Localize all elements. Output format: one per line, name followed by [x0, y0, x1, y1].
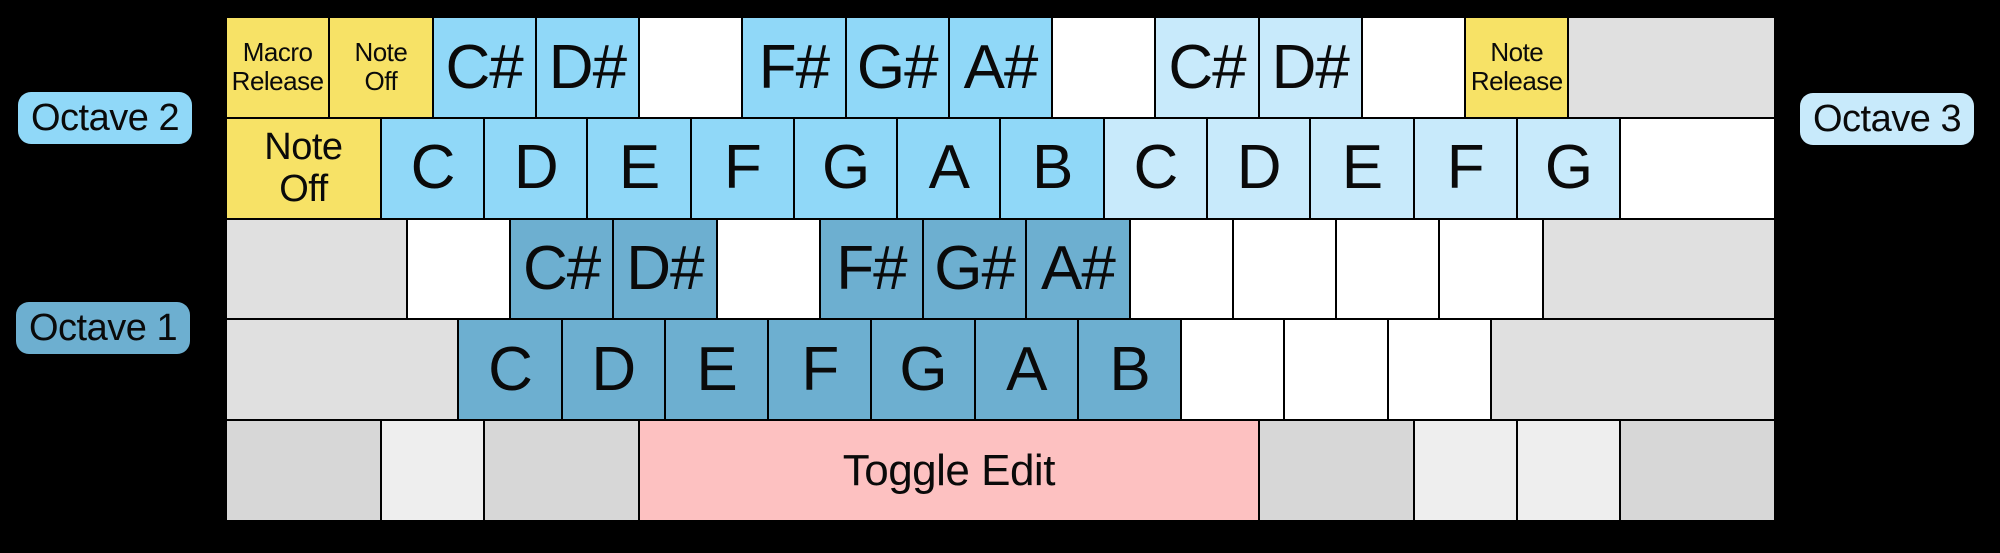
key-blank — [1129, 218, 1233, 320]
keyboard-row-space: Toggle Edit — [226, 420, 1775, 521]
key-c: C — [1103, 117, 1208, 219]
key-blank — [406, 218, 510, 320]
key-gray — [380, 420, 485, 521]
key-a-sharp: A# — [948, 17, 1053, 118]
key-d-sharp: D# — [613, 218, 717, 320]
key-a: A — [897, 117, 1001, 219]
key-blank — [1439, 218, 1543, 320]
key-b: B — [1077, 319, 1182, 421]
key-c: C — [458, 319, 562, 421]
key-blank — [639, 17, 743, 118]
key-macro-release: Macro Release — [226, 17, 330, 118]
key-d: D — [1207, 117, 1311, 219]
key-gray — [484, 420, 640, 521]
key-e: E — [664, 319, 769, 421]
keyboard-row-home: C#D# F#G#A# — [226, 218, 1775, 320]
key-d: D — [484, 117, 588, 219]
key-c-sharp: C# — [432, 17, 536, 118]
key-gray — [226, 218, 407, 320]
key-toggle-edit: Toggle Edit — [639, 420, 1259, 521]
key-gray — [1620, 420, 1775, 521]
key-c-sharp: C# — [1155, 17, 1259, 118]
key-c: C — [380, 117, 485, 219]
key-gray — [1491, 319, 1775, 421]
key-g-sharp: G# — [923, 218, 1027, 320]
key-blank — [1284, 319, 1388, 421]
key-gray — [1542, 218, 1775, 320]
key-g: G — [1516, 117, 1621, 219]
key-blank — [1181, 319, 1285, 421]
key-g: G — [793, 117, 898, 219]
key-c-sharp: C# — [509, 218, 614, 320]
key-f: F — [690, 117, 794, 219]
key-gray — [1568, 17, 1775, 118]
key-blank — [1232, 218, 1337, 320]
key-d-sharp: D# — [535, 17, 640, 118]
octave-3-badge: Octave 3 — [1800, 93, 1975, 145]
key-e: E — [587, 117, 691, 219]
key-a-sharp: A# — [1026, 218, 1130, 320]
key-d: D — [561, 319, 665, 421]
key-gray — [1516, 420, 1621, 521]
key-gray — [226, 319, 459, 421]
octave-1-badge: Octave 1 — [16, 302, 191, 354]
key-blank — [1052, 17, 1156, 118]
key-a: A — [974, 319, 1078, 421]
key-g-sharp: G# — [845, 17, 949, 118]
key-blank — [1387, 319, 1491, 421]
key-e: E — [1310, 117, 1414, 219]
key-blank — [1620, 117, 1775, 219]
key-b: B — [1000, 117, 1104, 219]
key-note-off: Note Off — [329, 17, 433, 118]
key-gray — [1413, 420, 1517, 521]
key-f: F — [768, 319, 872, 421]
key-gray — [226, 420, 381, 521]
key-f-sharp: F# — [819, 218, 924, 320]
key-f-sharp: F# — [742, 17, 846, 118]
octave-2-badge: Octave 2 — [18, 92, 193, 144]
key-gray — [1258, 420, 1414, 521]
key-note-off: Note Off — [226, 117, 381, 219]
key-d-sharp: D# — [1258, 17, 1362, 118]
key-note-release: Note Release — [1465, 17, 1569, 118]
key-blank — [1361, 17, 1466, 118]
key-blank — [716, 218, 820, 320]
key-blank — [1336, 218, 1440, 320]
key-g: G — [871, 319, 975, 421]
key-f: F — [1413, 117, 1517, 219]
